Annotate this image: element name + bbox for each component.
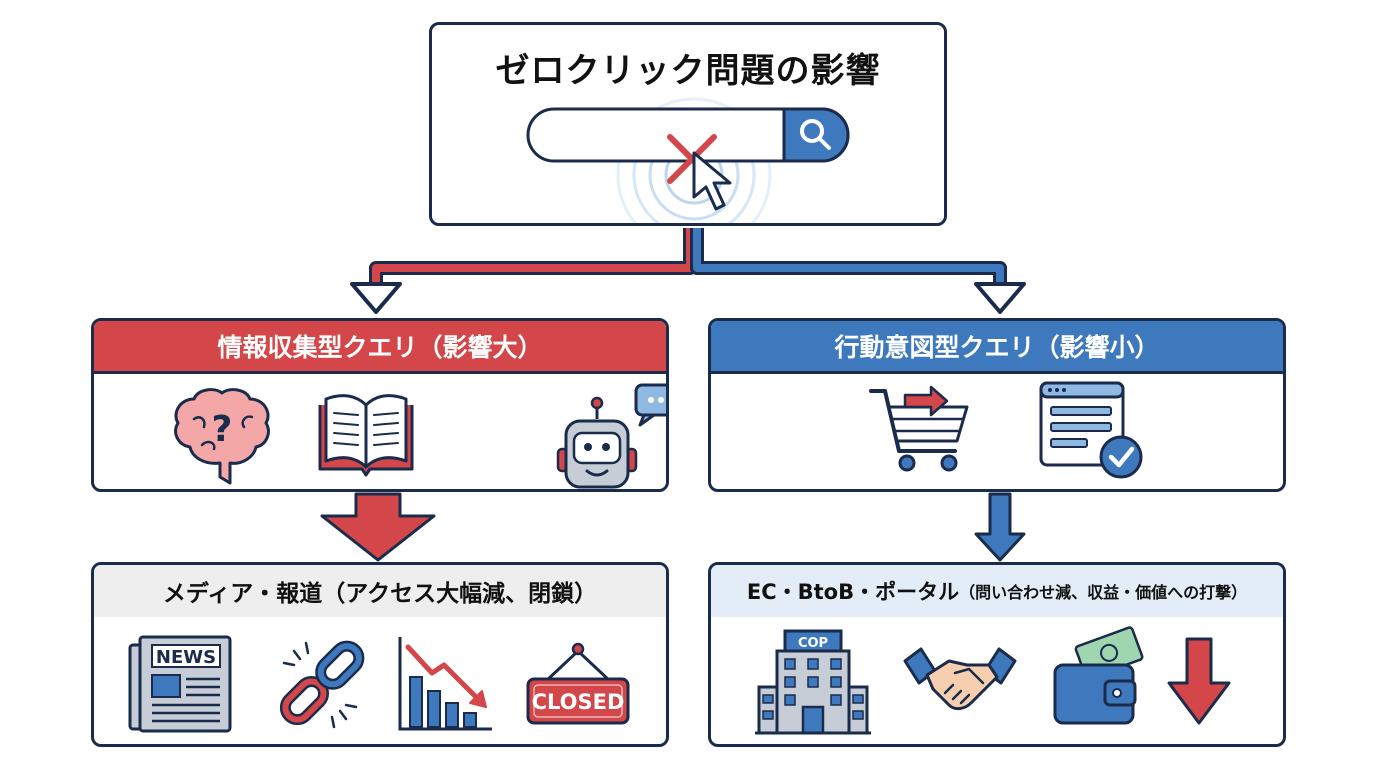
media-header: メディア・報道（アクセス大幅減、閉鎖） [94, 565, 666, 617]
chatbot-icon [556, 383, 666, 489]
zero-click-title-box: ゼロクリック問題の影響 [429, 22, 947, 226]
ec-icons: COP [755, 626, 1231, 735]
search-button [782, 107, 850, 163]
newspaper-icon: NEWS [128, 635, 232, 733]
big-red-down-arrow [320, 492, 436, 562]
search-illustration [526, 97, 850, 223]
down-arrow-icon [1167, 637, 1231, 725]
red-connector [369, 228, 697, 286]
media-impact-box: メディア・報道（アクセス大幅減、閉鎖） NEWS [91, 562, 669, 747]
declining-chart-icon [398, 637, 492, 731]
info-query-box: 情報収集型クエリ（影響大） ? [91, 318, 669, 492]
magnifier-icon [800, 119, 831, 150]
action-query-box: 行動意図型クエリ（影響小） [708, 318, 1286, 492]
ec-header-main: EC・BtoB・ポータル [746, 580, 960, 604]
closed-sign-icon: CLOSED [526, 642, 630, 725]
handshake-icon [903, 647, 1017, 711]
action-query-icons [869, 381, 1143, 479]
action-query-header: 行動意図型クエリ（影響小） [711, 321, 1283, 374]
blue-arrowhead [974, 282, 1026, 314]
closed-label: CLOSED [532, 690, 625, 714]
web-form-check-icon [1039, 381, 1143, 479]
ec-header-sub: （問い合わせ減、収益・価値への打撃） [959, 583, 1248, 602]
broken-link-icon [279, 640, 365, 729]
ec-impact-box: EC・BtoB・ポータル（問い合わせ減、収益・価値への打撃） COP [708, 562, 1286, 747]
page-title: ゼロクリック問題の影響 [495, 51, 881, 91]
open-book-icon [318, 394, 414, 477]
wallet-icon [1053, 626, 1144, 725]
media-icons: NEWS [128, 635, 630, 733]
info-query-icons: ? [174, 383, 666, 489]
office-building-icon: COP [755, 629, 871, 735]
cursor-icon [692, 151, 732, 211]
ec-header: EC・BtoB・ポータル（問い合わせ減、収益・価値への打撃） [711, 565, 1283, 617]
svg-text:?: ? [212, 409, 233, 450]
info-query-header: 情報収集型クエリ（影響大） [94, 321, 666, 374]
newspaper-label: NEWS [156, 647, 216, 668]
blue-connector [690, 228, 1007, 286]
blue-down-arrow [974, 492, 1026, 562]
shopping-cart-icon [869, 385, 969, 472]
red-arrowhead [350, 282, 402, 314]
building-label: COP [798, 636, 828, 651]
brain-question-icon: ? [174, 388, 270, 485]
